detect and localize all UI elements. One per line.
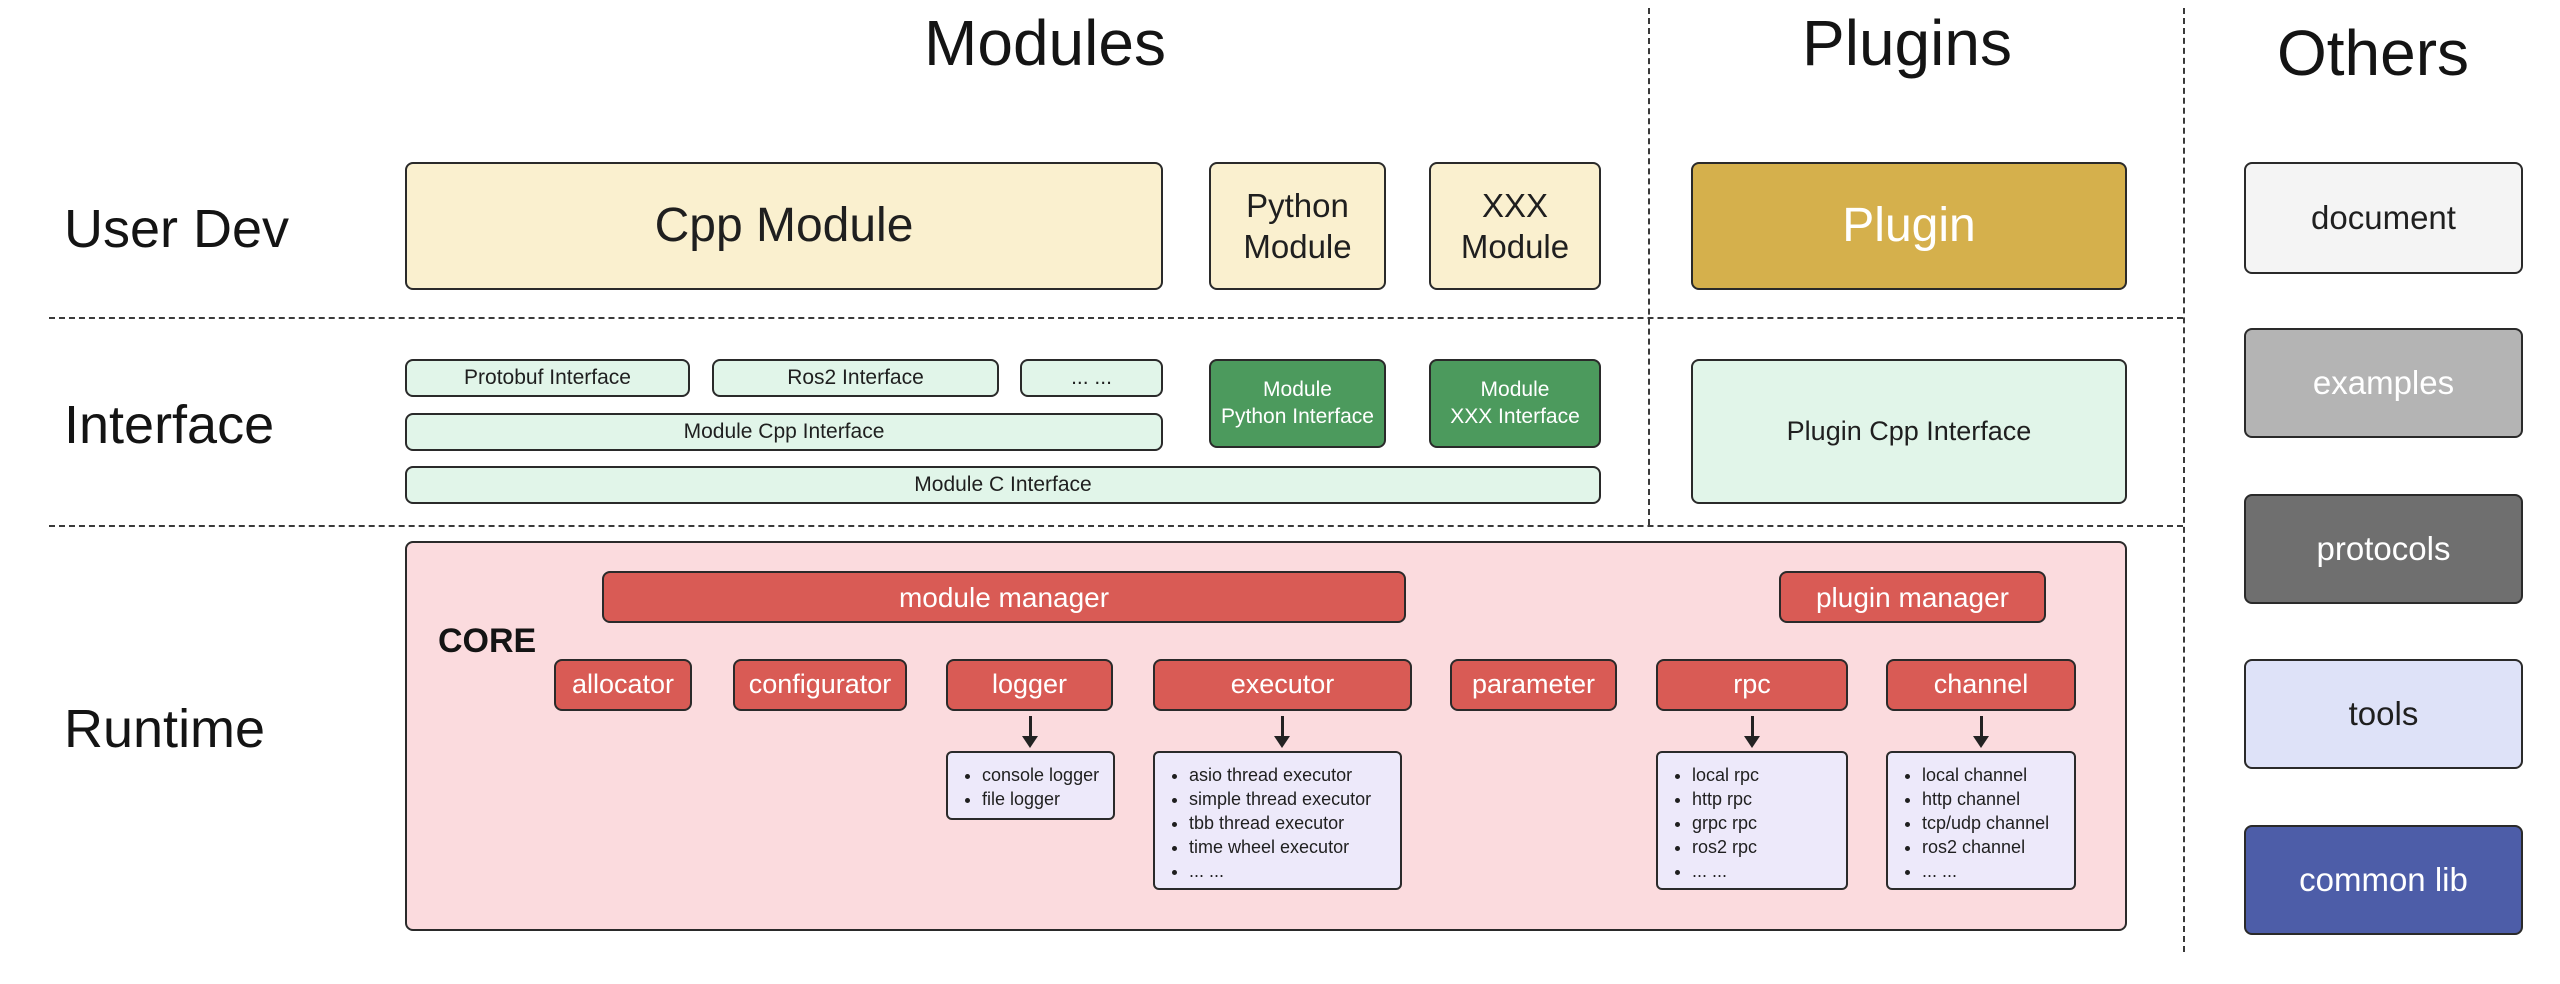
list-item: tcp/udp channel (1922, 811, 2068, 835)
plugin-cpp-interface-box: Plugin Cpp Interface (1691, 359, 2127, 504)
plugin-manager-box: plugin manager (1779, 571, 2046, 623)
list-item: ... ... (1922, 859, 2068, 883)
plugins-column-header: Plugins (1802, 7, 2012, 79)
module-c-interface-box: Module C Interface (405, 466, 1601, 504)
list-item: local channel (1922, 763, 2068, 787)
protobuf-interface-box: Protobuf Interface (405, 359, 690, 397)
list-item: simple thread executor (1189, 787, 1394, 811)
allocator-box: allocator (554, 659, 692, 711)
others-common-lib-box: common lib (2244, 825, 2523, 935)
list-item: http rpc (1692, 787, 1840, 811)
logger-items: console loggerfile logger (956, 763, 1107, 811)
interface-ellipsis-box: ... ... (1020, 359, 1163, 397)
core-label: CORE (438, 622, 537, 660)
parameter-box: parameter (1450, 659, 1617, 711)
module-python-interface-box: Module Python Interface (1209, 359, 1386, 448)
module-manager-box: module manager (602, 571, 1406, 623)
rpc-items: local rpchttp rpcgrpc rpcros2 rpc... ... (1666, 763, 1840, 883)
rpc-arrow-down-icon (1744, 716, 1760, 748)
list-item: time wheel executor (1189, 835, 1394, 859)
interface-runtime-divider (49, 525, 2183, 527)
row-label-runtime: Runtime (64, 699, 266, 759)
rpc-box: rpc (1656, 659, 1848, 711)
list-item: http channel (1922, 787, 2068, 811)
others-document-box: document (2244, 162, 2523, 274)
channel-detail-list: local channelhttp channeltcp/udp channel… (1886, 751, 2076, 890)
userdev-interface-divider (49, 317, 2183, 319)
module-xxx-interface-box: Module XXX Interface (1429, 359, 1601, 448)
list-item: ... ... (1189, 859, 1394, 883)
others-protocols-box: protocols (2244, 494, 2523, 604)
executor-box: executor (1153, 659, 1412, 711)
others-column-header: Others (2276, 17, 2470, 89)
list-item: ros2 rpc (1692, 835, 1840, 859)
logger-arrow-down-icon (1022, 716, 1038, 748)
executor-items: asio thread executorsimple thread execut… (1163, 763, 1394, 883)
channel-box: channel (1886, 659, 2076, 711)
rpc-detail-list: local rpchttp rpcgrpc rpcros2 rpc... ... (1656, 751, 1848, 890)
row-label-user-dev: User Dev (64, 199, 290, 259)
row-label-interface: Interface (64, 395, 275, 455)
logger-box: logger (946, 659, 1113, 711)
plugin-box: Plugin (1691, 162, 2127, 290)
list-item: console logger (982, 763, 1107, 787)
ros2-interface-box: Ros2 Interface (712, 359, 999, 397)
logger-detail-list: console loggerfile logger (946, 751, 1115, 820)
list-item: tbb thread executor (1189, 811, 1394, 835)
configurator-box: configurator (733, 659, 907, 711)
plugins-others-divider (2183, 8, 2185, 952)
module-cpp-interface-box: Module Cpp Interface (405, 413, 1163, 451)
others-tools-box: tools (2244, 659, 2523, 769)
modules-column-header: Modules (924, 7, 1166, 79)
list-item: ros2 channel (1922, 835, 2068, 859)
cpp-module-box: Cpp Module (405, 162, 1163, 290)
others-examples-box: examples (2244, 328, 2523, 438)
xxx-module-box: XXX Module (1429, 162, 1601, 290)
python-module-box: Python Module (1209, 162, 1386, 290)
channel-arrow-down-icon (1973, 716, 1989, 748)
modules-plugins-divider (1648, 8, 1650, 525)
list-item: asio thread executor (1189, 763, 1394, 787)
list-item: local rpc (1692, 763, 1840, 787)
list-item: grpc rpc (1692, 811, 1840, 835)
channel-items: local channelhttp channeltcp/udp channel… (1896, 763, 2068, 883)
list-item: ... ... (1692, 859, 1840, 883)
executor-detail-list: asio thread executorsimple thread execut… (1153, 751, 1402, 890)
list-item: file logger (982, 787, 1107, 811)
executor-arrow-down-icon (1274, 716, 1290, 748)
